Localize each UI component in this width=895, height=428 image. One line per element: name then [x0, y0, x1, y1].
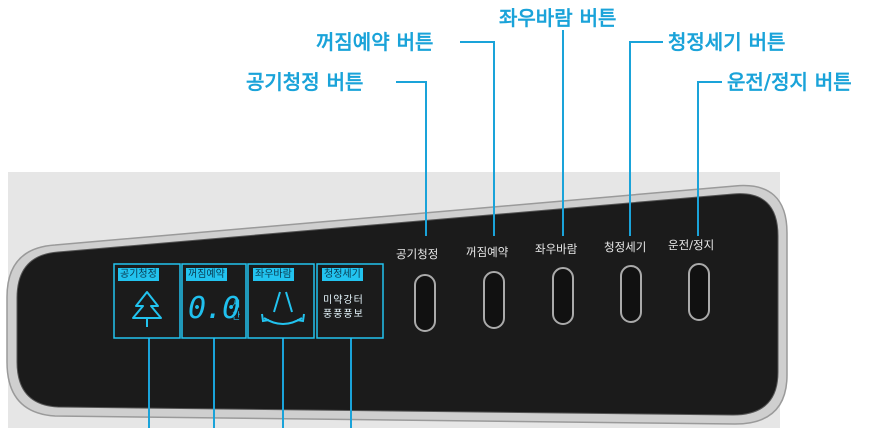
callout-power: 운전/정지 버튼: [727, 70, 852, 94]
button-label-swing: 좌우바람: [535, 242, 578, 256]
swing-arrows-icon: [261, 291, 305, 325]
speed-levels-bottom: 풍풍풍보: [323, 309, 364, 320]
timer-unit-top: 시: [232, 300, 241, 310]
air-clean-button[interactable]: [414, 274, 436, 332]
callout-leaders: [148, 30, 722, 428]
timer-digits: 0.0: [188, 291, 240, 326]
callout-fan-speed: 청정세기 버튼: [668, 30, 786, 54]
timer-unit-bottom: 간: [232, 312, 241, 322]
physical-buttons: [414, 263, 710, 332]
swing-button[interactable]: [552, 267, 574, 325]
speed-levels-top: 미약강터: [323, 295, 364, 306]
power-button[interactable]: [688, 263, 710, 321]
display-title-swing: 좌우바람: [253, 268, 294, 281]
control-panel: [16, 193, 779, 416]
tree-icon: [132, 291, 162, 327]
button-label-air-clean: 공기청정: [396, 247, 439, 261]
callout-off-timer: 꺼짐예약 버튼: [316, 30, 434, 54]
callout-air-clean: 공기청정 버튼: [246, 70, 364, 94]
callout-swing: 좌우바람 버튼: [499, 6, 617, 30]
button-label-power: 운전/정지: [668, 238, 715, 252]
display-title-fan-speed: 청정세기: [322, 268, 363, 281]
display-boxes: [113, 263, 384, 339]
button-label-off-timer: 꺼짐예약: [466, 245, 509, 259]
display-title-air-clean: 공기청정: [118, 268, 159, 281]
fan-speed-button[interactable]: [620, 265, 642, 323]
display-title-off-timer: 꺼짐예약: [186, 268, 227, 281]
button-label-fan-speed: 청정세기: [604, 240, 647, 254]
off-timer-button[interactable]: [483, 271, 505, 329]
